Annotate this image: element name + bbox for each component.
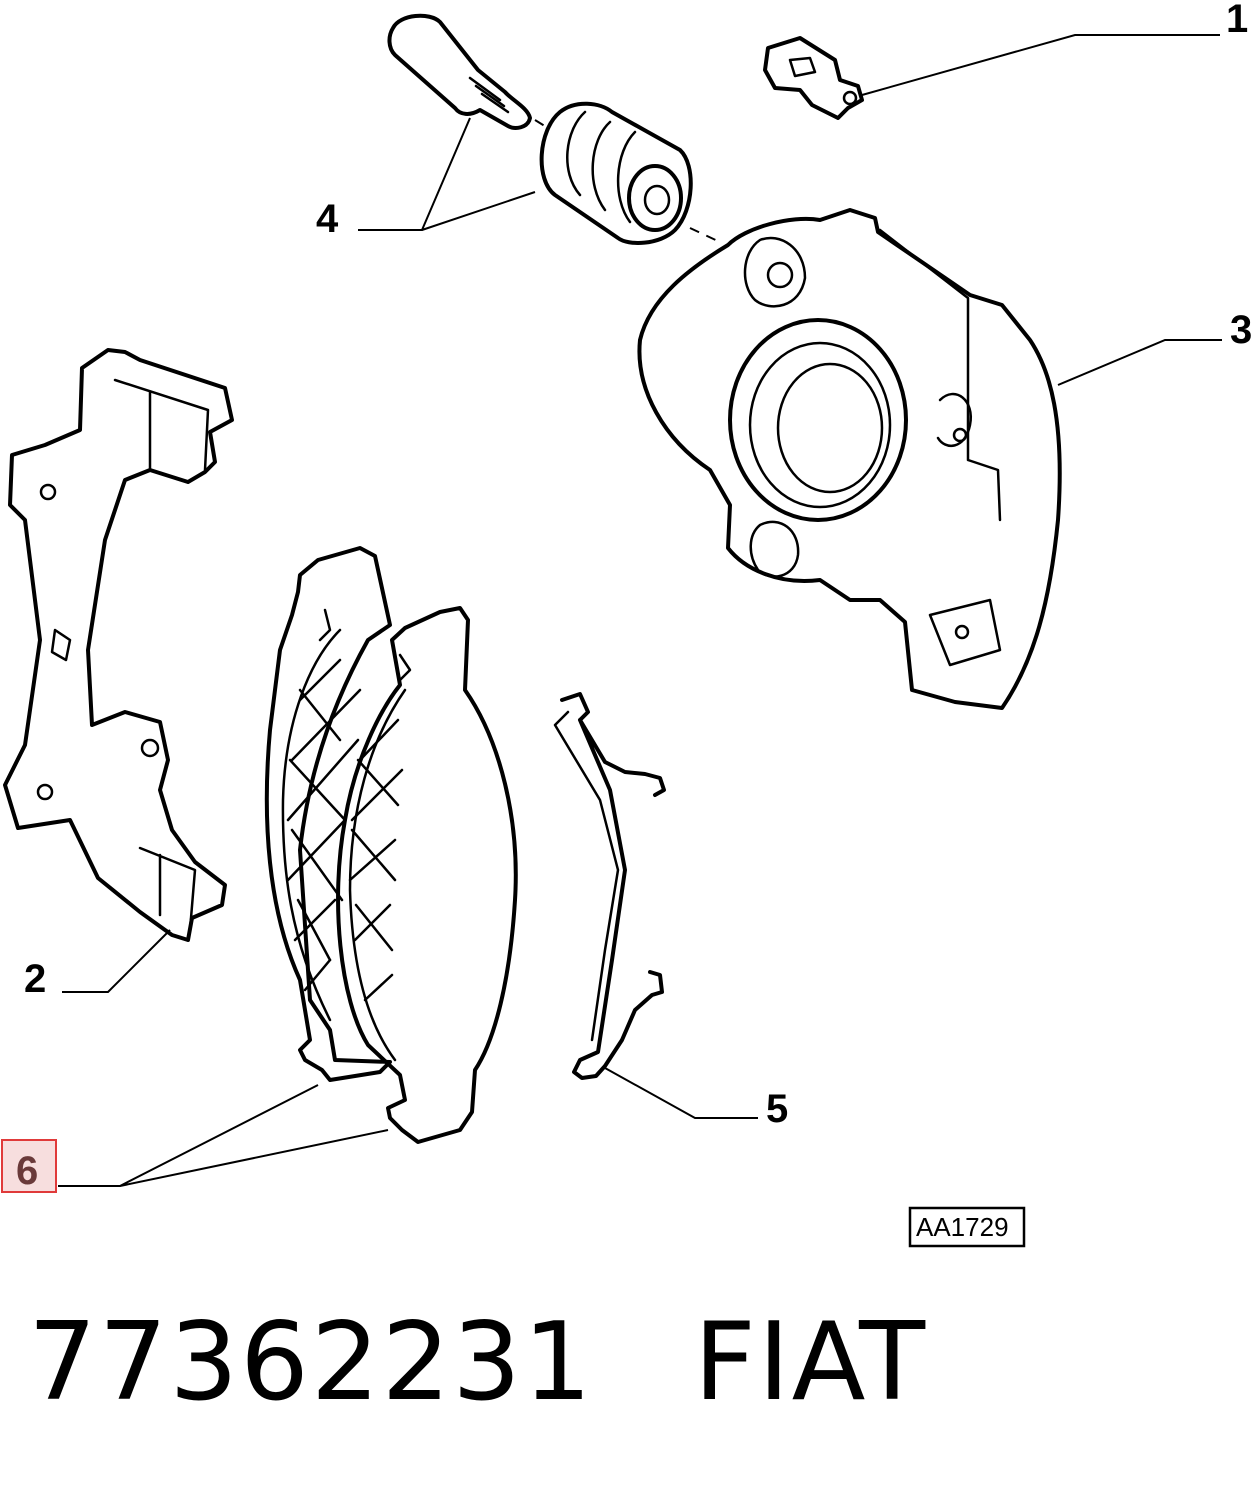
callout-3: 3 [1230, 308, 1252, 352]
leader-line-5 [604, 1067, 758, 1119]
leader-line-4 [358, 117, 536, 231]
part-5-anti-rattle-spring [553, 692, 666, 1080]
callout-5: 5 [766, 1087, 788, 1131]
callout-6-highlighted[interactable]: 6 [1, 1139, 57, 1193]
callout-4: 4 [316, 197, 339, 241]
part-6-brake-pads [264, 546, 518, 1144]
reference-code-box: AA1729 [908, 1206, 1026, 1248]
part-1-clip [763, 36, 864, 120]
callout-6: 6 [16, 1149, 38, 1193]
part-number-caption: 77362231 FIAT [28, 1300, 927, 1425]
assembly-axis-line [534, 119, 723, 244]
part-number: 77362231 [28, 1300, 594, 1425]
part-4-guide-pin [387, 13, 532, 130]
callout-1: 1 [1226, 0, 1248, 41]
leader-line-2 [62, 929, 171, 993]
leader-line-1 [861, 34, 1220, 96]
leader-line-3 [1057, 339, 1222, 386]
leader-line-6 [58, 1084, 389, 1187]
part-4-rubber-boot [539, 101, 693, 245]
reference-code: AA1729 [916, 1212, 1009, 1242]
part-2-caliper-bracket [3, 348, 234, 942]
part-3-caliper-housing [637, 208, 1062, 710]
callout-2: 2 [24, 957, 46, 1001]
brand-name: FIAT [693, 1300, 928, 1425]
